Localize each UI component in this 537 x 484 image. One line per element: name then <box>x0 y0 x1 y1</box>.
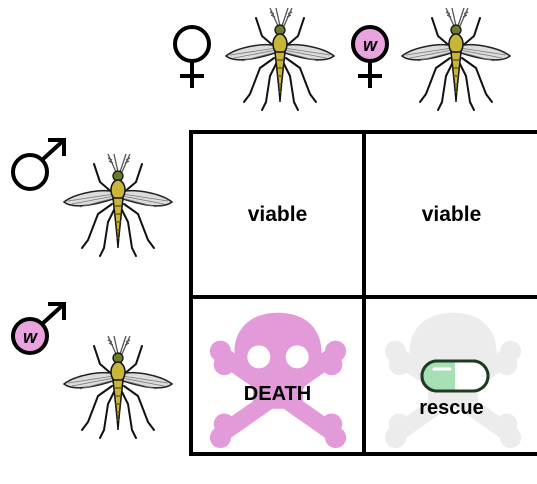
pill-icon <box>420 359 490 393</box>
cell-outcome-label: viable <box>422 203 482 227</box>
mosquito-icon <box>60 334 176 444</box>
female-symbol <box>168 22 216 92</box>
cell-male-female-wolbachia: viable <box>366 134 537 295</box>
cell-outcome-label: viable <box>248 203 308 227</box>
mosquito-icon <box>398 6 514 116</box>
cell-male-wolbachia-female-wolbachia: rescue <box>366 299 537 456</box>
cell-outcome-label: rescue <box>366 397 537 420</box>
wolbachia-label: w <box>363 35 378 55</box>
wolbachia-label: w <box>23 327 38 347</box>
female-wolbachia-symbol: w <box>346 22 394 92</box>
cell-outcome-label: DEATH <box>193 383 362 406</box>
mosquito-icon <box>222 6 338 116</box>
cell-male-female: viable <box>193 134 362 295</box>
skull-crossbones-icon <box>203 307 353 449</box>
mosquito-icon <box>60 152 176 262</box>
cell-male-wolbachia-female: DEATH <box>193 299 362 456</box>
